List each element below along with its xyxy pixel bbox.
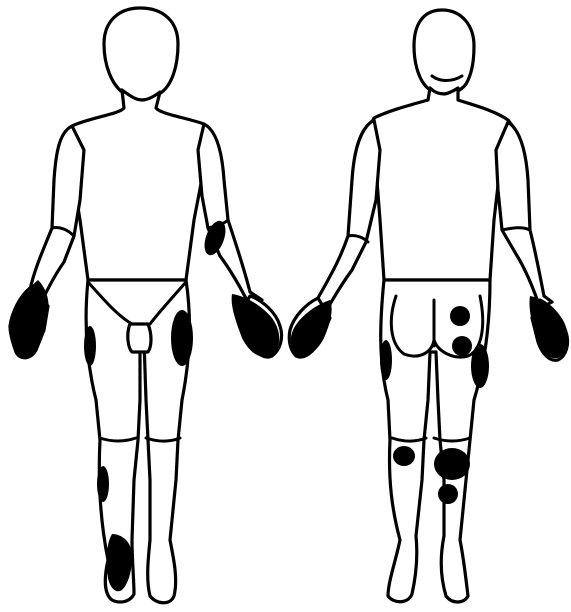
lesion-back-left-thigh [471, 344, 489, 388]
back-torso [366, 88, 514, 280]
front-left-arm [198, 124, 262, 310]
back-right-arm [310, 120, 380, 318]
front-head [104, 8, 178, 100]
front-torso [64, 90, 212, 280]
lesion-back-left-buttock-bottom [452, 336, 472, 356]
lesion-back-left-buttock-top [450, 306, 470, 326]
lesion-back-right-thigh [380, 340, 392, 380]
front-view [9, 8, 281, 603]
lesion-front-right-shin [97, 466, 109, 502]
lesion-back-left-calf-bottom [438, 484, 458, 504]
front-genitals [128, 324, 151, 352]
lesion-back-left-calf-top [434, 448, 470, 480]
back-view [289, 10, 567, 602]
lesion-front-left-thigh [171, 310, 193, 366]
lesion-back-right-calf [393, 446, 415, 466]
lesion-back-left-hand [529, 296, 567, 358]
lesion-front-right-thigh [84, 326, 96, 366]
lesion-front-right-hand [9, 280, 48, 357]
back-left-arm [496, 122, 552, 308]
